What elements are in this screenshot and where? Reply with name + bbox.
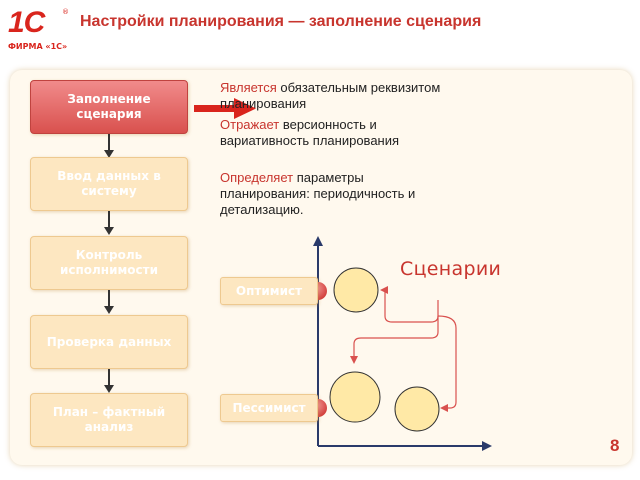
scenario-circle [333, 267, 379, 313]
slide-title: Настройки планирования — заполнение сцен… [80, 13, 482, 30]
connector-arrow [350, 316, 439, 364]
scenarios-title: Сценарии [400, 258, 502, 280]
page-number: 8 [610, 436, 620, 455]
scenario-circle [329, 371, 381, 423]
optimist-label-text: Оптимист [235, 284, 303, 298]
step-label: Контроль исполнимости [59, 248, 159, 277]
step-plan-fact-analysis: План – фактный анализ [30, 393, 188, 447]
arrow-down-icon [104, 211, 114, 235]
pessimist-label-text: Пессимист [232, 401, 306, 415]
connector-arrow [380, 286, 439, 323]
logo-registered-mark: ® [62, 8, 69, 16]
arrow-down-icon [104, 134, 114, 158]
description-keyword: Отражает [220, 117, 280, 132]
step-fill-scenario: Заполнение сценария [30, 80, 188, 134]
connector-arrow [437, 315, 457, 412]
pessimist-label: Пессимист [220, 394, 318, 422]
description-text: обязательным реквизитом планирования [220, 80, 441, 111]
arrow-down-icon [104, 369, 114, 393]
logo-caption: ФИРМА «1С» [8, 42, 68, 51]
company-logo: 1С ® ФИРМА «1С» [8, 6, 72, 54]
description-text: параметры планирования: периодичность и … [220, 170, 416, 217]
optimist-label: Оптимист [220, 277, 318, 305]
step-label: Ввод данных в систему [57, 169, 161, 198]
pointer-arrow-icon [194, 98, 256, 119]
description-keyword: Является [220, 80, 277, 95]
step-label: Заполнение сценария [67, 92, 151, 121]
description-3: Определяет параметры планирования: перио… [220, 170, 445, 218]
arrow-down-icon [104, 290, 114, 314]
description-1: Является обязательным реквизитом планиро… [220, 80, 500, 112]
step-data-entry: Ввод данных в систему [30, 157, 188, 211]
step-data-check: Проверка данных [30, 315, 188, 369]
description-keyword: Определяет [220, 170, 294, 185]
step-label: Проверка данных [46, 334, 172, 349]
scenario-circle [394, 386, 440, 432]
slide-header: 1С ® ФИРМА «1С» Настройки планирования —… [0, 0, 640, 64]
description-text: версионность и вариативность планировани… [220, 117, 400, 148]
description-2: Отражает версионность и вариативность пл… [220, 117, 420, 149]
step-feasibility-control: Контроль исполнимости [30, 236, 188, 290]
step-label: План – фактный анализ [52, 405, 166, 434]
logo-mark: 1С [8, 6, 45, 39]
